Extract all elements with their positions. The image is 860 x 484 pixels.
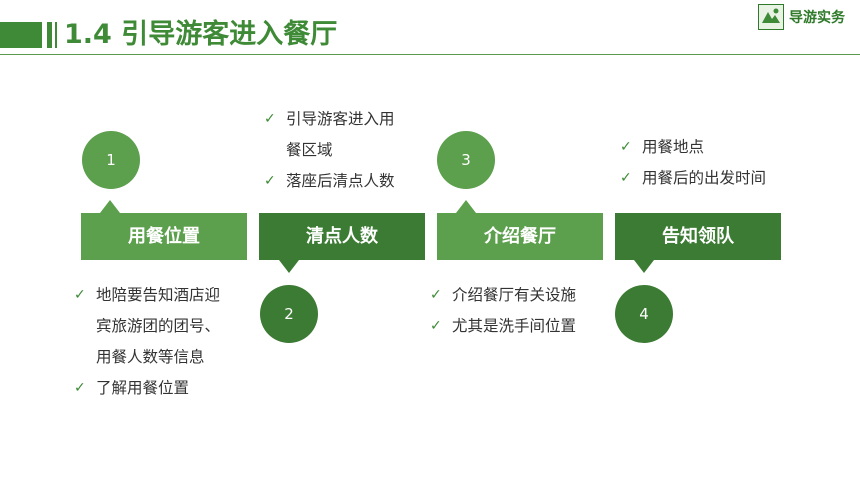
list-item: ✓引导游客进入用 (264, 104, 395, 135)
step-2-bullets: ✓引导游客进入用 餐区域 ✓落座后清点人数 (264, 104, 395, 197)
list-item: ✓了解用餐位置 (74, 373, 220, 404)
logo-text: 导游实务 (789, 10, 845, 26)
list-item: ✓落座后清点人数 (264, 166, 395, 197)
step-3-label: 介绍餐厅 (484, 226, 556, 247)
check-icon: ✓ (430, 287, 442, 303)
step-1-number-circle: 1 (82, 131, 140, 189)
step-3-number: 3 (461, 151, 471, 169)
step-1-bullets: ✓地陪要告知酒店迎 宾旅游团的团号、 用餐人数等信息 ✓了解用餐位置 (74, 280, 220, 404)
step-3-bullets: ✓介绍餐厅有关设施 ✓尤其是洗手间位置 (430, 280, 576, 342)
logo-icon (758, 4, 784, 30)
check-icon: ✓ (74, 380, 86, 396)
list-item: 宾旅游团的团号、 (96, 317, 221, 335)
header-divider (0, 54, 860, 55)
check-icon: ✓ (264, 111, 276, 127)
step-4-number-circle: 4 (615, 285, 673, 343)
check-icon: ✓ (264, 173, 276, 189)
step-3-pointer (456, 200, 476, 213)
step-2-label: 清点人数 (306, 226, 378, 247)
step-4-label-box: 告知领队 (615, 213, 781, 260)
header-accent-tick-thin (55, 22, 57, 48)
page-title: 1.4 引导游客进入餐厅 (64, 19, 338, 50)
step-4-bullets: ✓用餐地点 ✓用餐后的出发时间 (620, 132, 766, 194)
step-2-label-box: 清点人数 (259, 213, 425, 260)
list-item: ✓尤其是洗手间位置 (430, 311, 576, 342)
step-3-number-circle: 3 (437, 131, 495, 189)
header-accent-tick (47, 22, 52, 48)
step-4-number: 4 (639, 305, 649, 323)
list-item: 餐区域 (286, 141, 333, 159)
list-item: ✓地陪要告知酒店迎 (74, 280, 220, 311)
header-accent-bar (0, 22, 42, 48)
step-1-label-box: 用餐位置 (81, 213, 247, 260)
check-icon: ✓ (620, 139, 632, 155)
list-item: 用餐人数等信息 (96, 348, 205, 366)
list-item: ✓用餐地点 (620, 132, 766, 163)
step-1-label: 用餐位置 (128, 226, 200, 247)
check-icon: ✓ (74, 287, 86, 303)
list-item: ✓用餐后的出发时间 (620, 163, 766, 194)
list-item: ✓介绍餐厅有关设施 (430, 280, 576, 311)
check-icon: ✓ (620, 170, 632, 186)
step-2-number: 2 (284, 305, 294, 323)
check-icon: ✓ (430, 318, 442, 334)
step-4-label: 告知领队 (662, 226, 734, 247)
logo: 导游实务 (758, 4, 856, 30)
step-3-label-box: 介绍餐厅 (437, 213, 603, 260)
step-1-number: 1 (106, 151, 116, 169)
step-2-pointer (279, 260, 299, 273)
step-1-pointer (100, 200, 120, 213)
step-4-pointer (634, 260, 654, 273)
step-2-number-circle: 2 (260, 285, 318, 343)
